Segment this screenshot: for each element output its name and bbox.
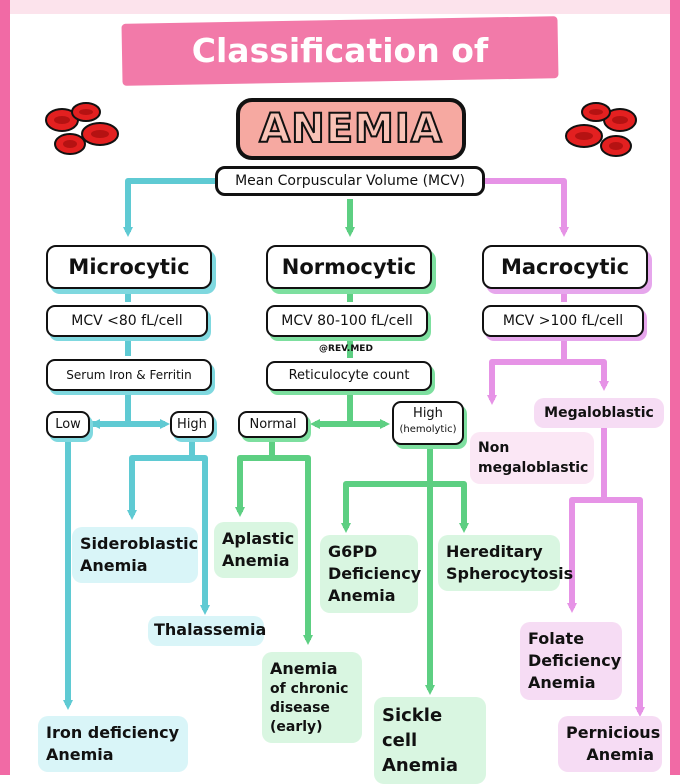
micro-test: Serum Iron & Ferritin — [46, 359, 212, 391]
credit-watermark: @REV.MED — [319, 344, 373, 354]
link-hemo-sphero — [430, 481, 469, 533]
sickle-line2: Anemia — [382, 755, 459, 776]
mcv-node: Mean Corpuscular Volume (MCV) — [215, 166, 485, 196]
link-mcv-macro — [485, 178, 569, 237]
g6pd-line1: G6PD — [328, 542, 378, 561]
red-blood-cells-icon-left — [45, 102, 119, 155]
aplastic-line2: Anemia — [222, 551, 290, 570]
g6pd-line3: Anemia — [328, 586, 396, 605]
left-border — [0, 0, 10, 775]
red-blood-cells-icon-right — [565, 102, 637, 157]
non-megaloblastic-node: Non megaloblastic — [470, 432, 594, 484]
sideroblastic-anemia: Sideroblastic Anemia — [72, 527, 198, 583]
normo-test: Reticulocyte count — [266, 361, 432, 391]
link-mega-pernicious — [604, 497, 645, 717]
sickle-cell-anemia: Sickle cell Anemia — [374, 697, 486, 784]
right-border — [670, 0, 680, 775]
chronic-line2: of chronic — [270, 681, 349, 697]
outcome-high-hemolytic: High (hemolytic) — [392, 401, 464, 445]
anemia-chronic-disease: Anemia of chronic disease (early) — [262, 652, 362, 743]
outcome-high-label: High — [413, 406, 443, 421]
link-normal-chronic — [272, 455, 313, 645]
normocytic-node: Normocytic — [266, 245, 432, 289]
g6pd-line2: Deficiency — [328, 564, 422, 583]
normo-range: MCV 80-100 fL/cell — [266, 305, 428, 337]
aplastic-anemia: Aplastic Anemia — [214, 522, 298, 578]
sideroblastic-line2: Anemia — [80, 556, 148, 575]
macrocytic-node: Macrocytic — [482, 245, 648, 289]
outcome-normal: Normal — [238, 411, 308, 438]
link-mcv-micro — [123, 178, 215, 237]
iron-line1: Iron deficiency — [46, 723, 180, 742]
link-normal-aplastic — [235, 440, 275, 517]
folate-line2: Deficiency — [528, 651, 622, 670]
link-high-thal — [192, 455, 210, 615]
link-macro-split — [487, 340, 567, 405]
sideroblastic-line1: Sideroblastic — [80, 534, 199, 553]
anemia-title: ANEMIA — [236, 98, 466, 160]
iron-line2: Anemia — [46, 745, 114, 764]
folate-line1: Folate — [528, 629, 585, 648]
chronic-line1: Anemia — [270, 659, 338, 678]
megaloblastic-node: Megaloblastic — [534, 398, 664, 428]
chronic-line4: (early) — [270, 719, 323, 735]
thalassemia: Thalassemia — [148, 616, 266, 646]
pernicious-line1: Pernicious — [566, 723, 661, 742]
aplastic-line1: Aplastic — [222, 529, 295, 548]
macro-range: MCV >100 fL/cell — [482, 305, 644, 337]
outcome-hemolytic-label: (hemolytic) — [399, 424, 457, 435]
chronic-line3: disease — [270, 700, 330, 716]
outcome-low: Low — [46, 411, 90, 438]
sickle-line1: Sickle cell — [382, 705, 443, 751]
hereditary-spherocytosis: Hereditary Spherocytosis — [438, 535, 574, 591]
folate-deficiency-anemia: Folate Deficiency Anemia — [520, 622, 622, 700]
pernicious-anemia: Pernicious Anemia — [558, 716, 662, 772]
outcome-high: High — [170, 411, 214, 438]
link-mega-folate — [567, 428, 607, 613]
sphero-line1: Hereditary — [446, 542, 543, 561]
sphero-line2: Spherocytosis — [446, 564, 574, 583]
top-strip — [0, 0, 680, 14]
micro-range: MCV <80 fL/cell — [46, 305, 208, 337]
link-hemo-g6pd — [341, 446, 433, 533]
page-title: Classification of Anemia — [191, 31, 489, 116]
folate-line3: Anemia — [528, 673, 596, 692]
iron-deficiency-anemia: Iron deficiency Anemia — [38, 716, 188, 772]
link-high-sidero — [127, 440, 195, 520]
g6pd-deficiency-anemia: G6PD Deficiency Anemia — [320, 535, 422, 613]
microcytic-node: Microcytic — [46, 245, 212, 289]
pernicious-line2: Anemia — [586, 745, 654, 764]
